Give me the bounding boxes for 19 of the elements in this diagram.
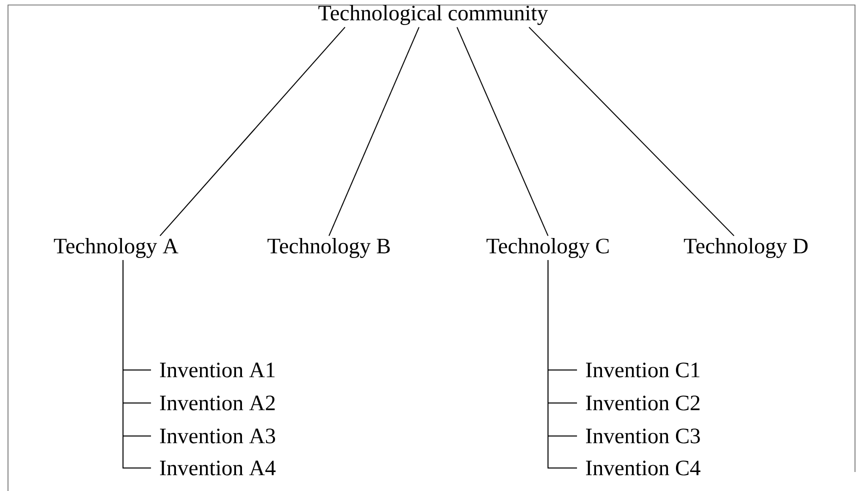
node-label: Invention A4 <box>160 460 276 476</box>
connector-line <box>548 260 578 468</box>
node-label: Invention C3 <box>586 428 700 444</box>
node-label: Invention C2 <box>586 396 700 410</box>
connector-line <box>160 26 346 236</box>
node-label: Technological community <box>318 5 548 26</box>
node-label: Technology D <box>684 238 808 258</box>
node-label: Invention A3 <box>160 428 276 444</box>
node-label: Invention C4 <box>586 460 700 476</box>
connector-line <box>456 26 548 236</box>
node-label: Technology A <box>54 238 178 258</box>
connector-line <box>528 26 734 236</box>
connector-line <box>122 260 152 468</box>
node-label: Invention A1 <box>160 362 275 378</box>
node-label: Technology B <box>268 238 390 258</box>
connector-line <box>328 26 420 236</box>
node-label: Technology C <box>486 238 609 258</box>
node-label: Invention A2 <box>160 396 275 410</box>
node-label: Invention C1 <box>586 362 700 378</box>
